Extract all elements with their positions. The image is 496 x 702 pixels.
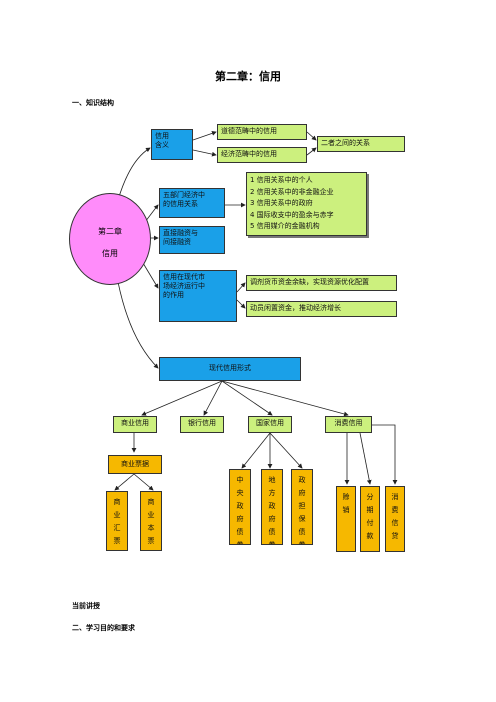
financing-box: 直接融资与 间接融资	[159, 226, 225, 254]
consumer-type-box: 分期付款	[360, 486, 380, 552]
commercial-paper-box: 商业票据	[108, 455, 162, 474]
sector-item: 2 信用关系中的非金融企业	[250, 187, 334, 196]
consumer-type-box: 赊销	[336, 486, 356, 552]
state-bond-label: 地方政府债券	[268, 476, 276, 545]
role-label-3: 的作用	[163, 291, 184, 299]
page-title: 第二章：信用	[215, 70, 281, 83]
center-label-credit: 信用	[102, 249, 118, 258]
state-bond-label: 中央政府债券	[236, 476, 244, 545]
center-ellipse: 第二章 信用	[69, 193, 151, 285]
state-credit-box: 国家信用	[248, 416, 292, 433]
moral-credit-box: 道德范畴中的信用	[217, 124, 307, 140]
sector-item: 3 信用关系中的政府	[250, 199, 313, 207]
economic-credit-box: 经济范畴中的信用	[217, 147, 307, 163]
role-label-1: 信用在现代市	[163, 273, 205, 281]
section-heading-objectives: 二、学习目的和要求	[72, 624, 135, 632]
consumer-credit-box: 消费信用	[325, 416, 372, 433]
current-lecture-label: 当前讲授	[72, 602, 100, 610]
sector-item: 5 信用媒介的金融机构	[250, 222, 320, 230]
state-bond-label: 政府担保债券	[298, 476, 306, 545]
consumer-type-label: 分期付款	[366, 493, 374, 540]
sectors-list-box: 1 信用关系中的个人 2 信用关系中的非金融企业 3 信用关系中的政府 4 国际…	[246, 172, 367, 236]
sectors-label-1: 五部门经济中	[163, 191, 205, 199]
sector-item: 4 国际收支中的盈余与赤字	[250, 210, 334, 219]
sectors-label-2: 的信用关系	[163, 200, 198, 208]
paper-type-box: 商业汇票	[106, 491, 128, 551]
role-growth-box: 动员闲置资金，推动经济增长	[246, 301, 397, 317]
paper-type-label: 商业汇票	[113, 498, 121, 545]
meaning-label-2: 含义	[155, 141, 169, 149]
commercial-credit-box: 商业信用	[113, 416, 157, 433]
meaning-box: 信用 含义	[151, 129, 193, 160]
state-bond-box: 中央政府债券	[229, 469, 251, 545]
role-allocation-box: 调剂货币资金余缺，实现资源优化配置	[246, 275, 397, 291]
consumer-type-box: 消费信贷	[385, 486, 405, 552]
center-label-chapter: 第二章	[98, 227, 122, 236]
relation-box: 二者之间的关系	[317, 136, 405, 152]
bank-credit-box: 银行信用	[180, 416, 224, 433]
consumer-type-label: 消费信贷	[391, 493, 399, 540]
state-bond-box: 地方政府债券	[261, 469, 283, 545]
section-heading-structure: 一、知识结构	[72, 99, 114, 107]
consumer-type-label: 赊销	[342, 493, 350, 514]
sectors-box: 五部门经济中 的信用关系	[159, 188, 225, 218]
modern-credit-box: 现代信用形式	[159, 357, 301, 381]
role-box: 信用在现代市 场经济运行中 的作用	[159, 270, 237, 322]
financing-label-1: 直接融资与	[163, 229, 198, 237]
state-bond-box: 政府担保债券	[291, 469, 313, 545]
paper-type-box: 商业本票	[140, 491, 162, 551]
role-label-2: 场经济运行中	[163, 282, 205, 290]
meaning-label-1: 信用	[155, 132, 169, 140]
paper-type-label: 商业本票	[147, 498, 155, 545]
financing-label-2: 间接融资	[163, 238, 191, 246]
sector-item: 1 信用关系中的个人	[250, 176, 313, 184]
